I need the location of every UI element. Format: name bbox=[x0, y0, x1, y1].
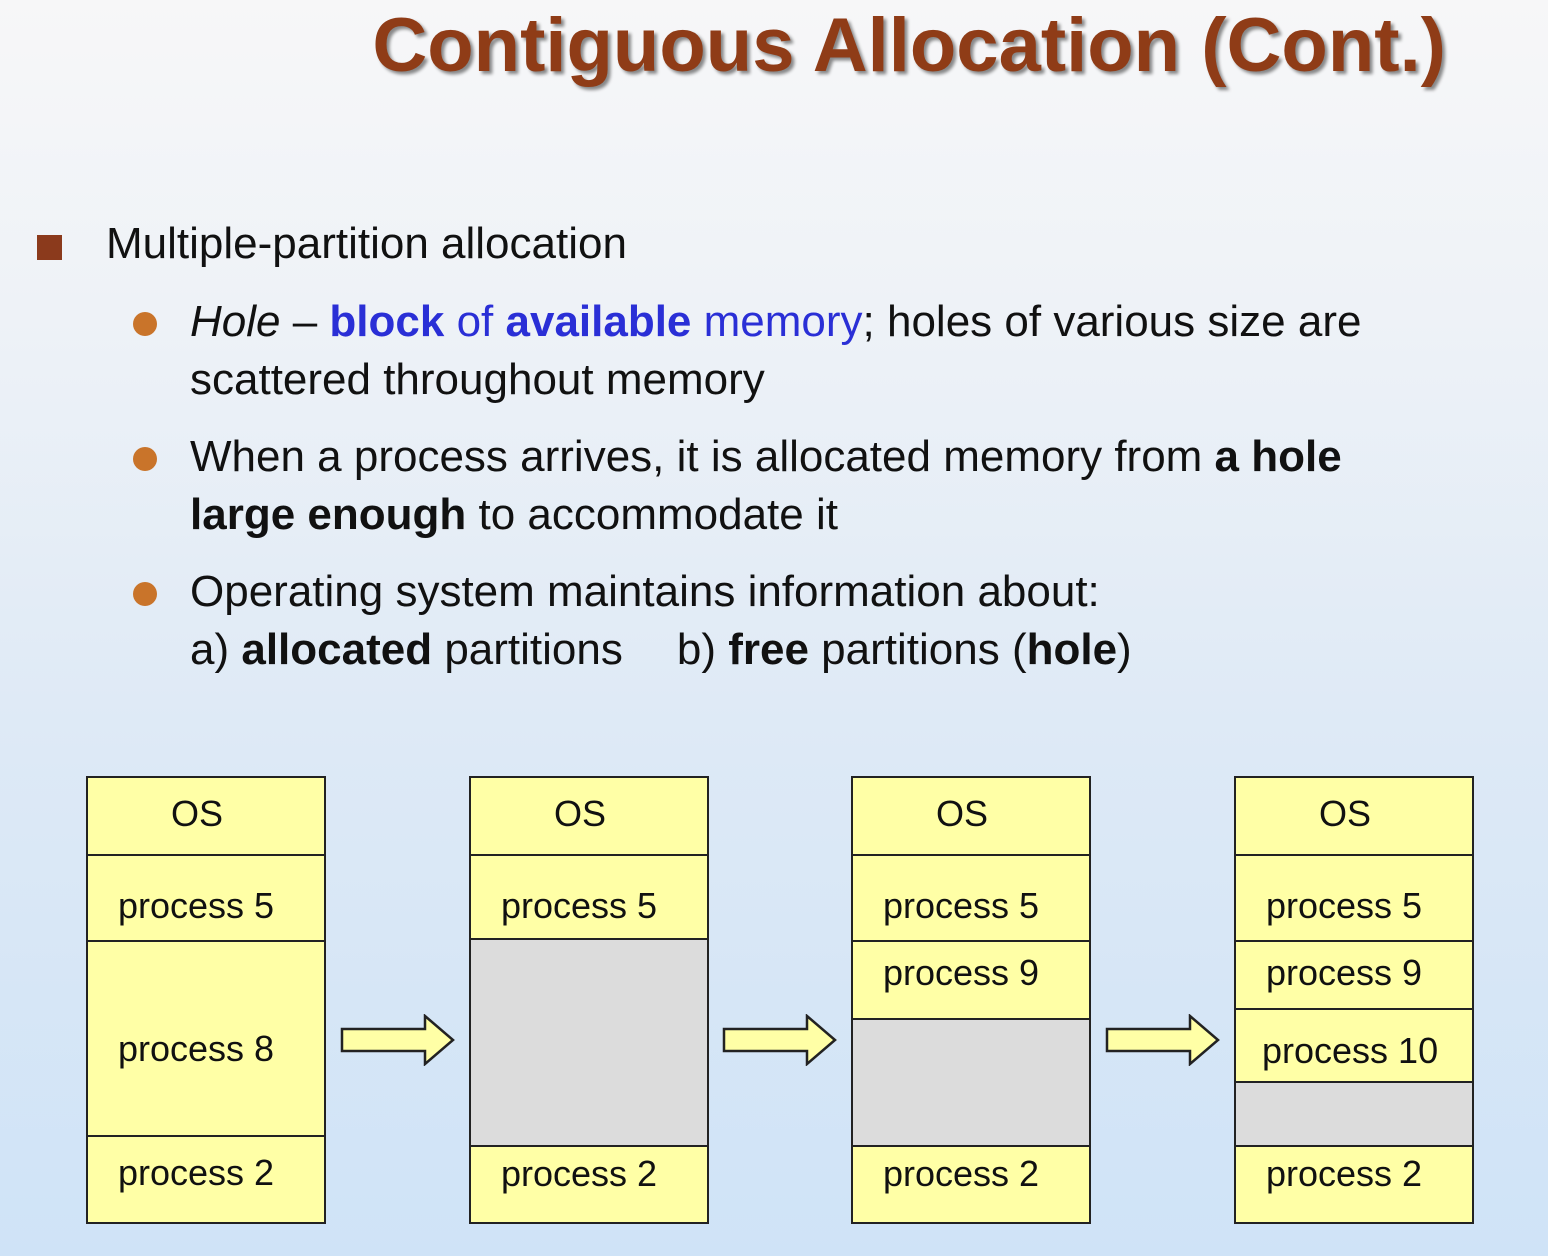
holes-rest-text: ; holes of various size are bbox=[862, 297, 1362, 346]
partitions-b-text: partitions ( bbox=[808, 625, 1027, 674]
bullet-arrival-line-2: large enough to accommodate it bbox=[190, 490, 838, 540]
memory-text: memory bbox=[691, 297, 863, 346]
memory-hole bbox=[853, 1018, 1089, 1145]
segment-label: process 9 bbox=[883, 952, 1040, 993]
memory-segment: process 2 bbox=[853, 1145, 1089, 1222]
bullet-hole-line-2: scattered throughout memory bbox=[190, 355, 765, 404]
memory-column-1: OS process 5 process 8 process 2 bbox=[86, 776, 326, 1224]
of-text: of bbox=[444, 297, 506, 346]
large-enough-text: large enough bbox=[190, 490, 467, 539]
segment-label: OS bbox=[554, 793, 607, 834]
main-bullet-text: Multiple-partition allocation bbox=[106, 219, 627, 268]
arrival-pre-text: When a process arrives, it is allocated … bbox=[190, 432, 1215, 481]
hole-term: Hole bbox=[190, 297, 281, 346]
segment-label: process 2 bbox=[883, 1153, 1040, 1194]
memory-column-3: OS process 5 process 9 process 2 bbox=[851, 776, 1091, 1224]
a-label: a) bbox=[190, 625, 242, 674]
b-label: b) bbox=[676, 625, 729, 674]
segment-label: process 8 bbox=[118, 1028, 275, 1069]
segment-label: OS bbox=[936, 793, 989, 834]
segment-label: process 5 bbox=[501, 885, 658, 926]
memory-segment: process 5 bbox=[88, 854, 324, 940]
partitions-a-text: partitions bbox=[432, 625, 623, 674]
dot-bullet-icon bbox=[133, 582, 157, 606]
memory-hole bbox=[1236, 1081, 1472, 1145]
bullet-arrival-line-1: When a process arrives, it is allocated … bbox=[190, 432, 1342, 482]
memory-segment: OS bbox=[471, 778, 707, 854]
segment-label: process 2 bbox=[501, 1153, 658, 1194]
memory-segment: process 2 bbox=[471, 1145, 707, 1222]
bullet-hole-line-1: Hole – block of available memory; holes … bbox=[190, 297, 1361, 347]
hole-text: hole bbox=[1026, 625, 1118, 674]
segment-label: process 5 bbox=[1266, 885, 1423, 926]
allocated-text: allocated bbox=[241, 625, 433, 674]
dash-text: – bbox=[280, 297, 330, 346]
memory-segment: process 10 bbox=[1236, 1008, 1472, 1081]
memory-segment: process 2 bbox=[1236, 1145, 1472, 1222]
free-text: free bbox=[728, 625, 809, 674]
a-hole-text: a hole bbox=[1214, 432, 1342, 481]
memory-segment: process 5 bbox=[1236, 854, 1472, 940]
arrival-post-text: to accommodate it bbox=[466, 490, 838, 539]
segment-label: process 5 bbox=[118, 885, 275, 926]
memory-segment: process 2 bbox=[88, 1135, 324, 1222]
memory-segment: process 9 bbox=[1236, 940, 1472, 1008]
dot-bullet-icon bbox=[133, 447, 157, 471]
segment-label: process 2 bbox=[1266, 1153, 1423, 1194]
memory-column-2: OS process 5 process 2 bbox=[469, 776, 709, 1224]
segment-label: OS bbox=[171, 793, 224, 834]
bullet-os-line-2: a) allocated partitions b) free partition… bbox=[190, 625, 1132, 675]
memory-segment: process 5 bbox=[853, 854, 1089, 940]
slide-title: Contiguous Allocation (Cont.) bbox=[372, 3, 1446, 88]
memory-segment: process 5 bbox=[471, 854, 707, 938]
square-bullet-icon bbox=[37, 235, 62, 260]
memory-segment: OS bbox=[1236, 778, 1472, 854]
dot-bullet-icon bbox=[133, 312, 157, 336]
right-arrow-icon bbox=[722, 1014, 837, 1066]
memory-column-4: OS process 5 process 9 process 10 proces… bbox=[1234, 776, 1474, 1224]
segment-label: process 5 bbox=[883, 885, 1040, 926]
bullet-os-line-1: Operating system maintains information a… bbox=[190, 567, 1100, 616]
available-text: available bbox=[505, 297, 692, 346]
segment-label: OS bbox=[1319, 793, 1372, 834]
memory-segment: process 9 bbox=[853, 940, 1089, 1018]
segment-label: process 9 bbox=[1266, 952, 1423, 993]
segment-label: process 2 bbox=[118, 1152, 275, 1193]
segment-label: process 10 bbox=[1262, 1030, 1439, 1071]
right-arrow-icon bbox=[340, 1014, 455, 1066]
memory-segment: process 8 bbox=[88, 940, 324, 1135]
block-text: block bbox=[329, 297, 445, 346]
memory-segment: OS bbox=[853, 778, 1089, 854]
memory-segment: OS bbox=[88, 778, 324, 854]
right-arrow-icon bbox=[1105, 1014, 1220, 1066]
memory-hole bbox=[471, 938, 707, 1145]
close-paren-text: ) bbox=[1117, 625, 1132, 674]
